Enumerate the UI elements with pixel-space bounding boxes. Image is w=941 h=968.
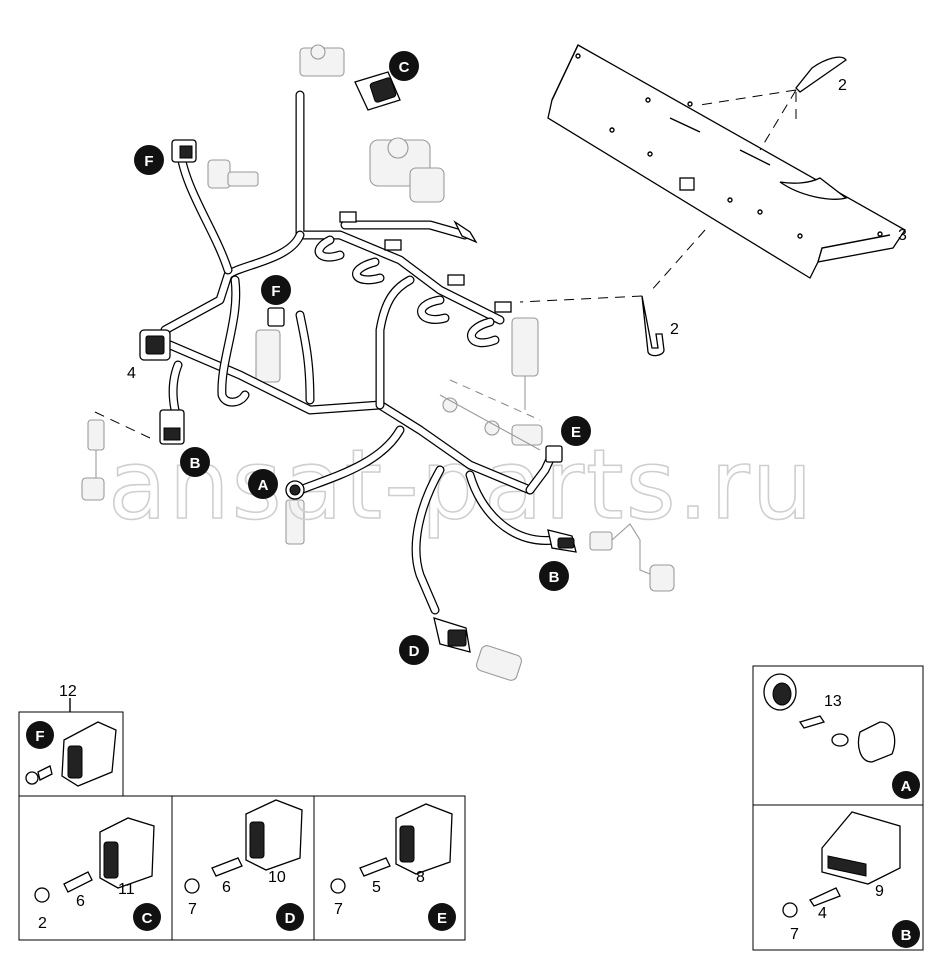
detail-box-f: 12 F bbox=[18, 683, 124, 797]
harness-connectors bbox=[139, 71, 577, 653]
badge-c-top: C bbox=[389, 51, 419, 81]
callout-9: 9 bbox=[875, 883, 884, 900]
detail-box-e: 7 5 8 E bbox=[313, 795, 466, 941]
callout-12: 12 bbox=[59, 683, 77, 700]
callout-7-b: 7 bbox=[790, 926, 799, 943]
callout-7-e: 7 bbox=[334, 901, 343, 918]
callout-8: 8 bbox=[416, 869, 425, 886]
svg-text:C: C bbox=[142, 910, 153, 927]
detail-box-d: 7 6 10 D bbox=[171, 795, 315, 941]
callout-2-top: 2 bbox=[838, 77, 847, 94]
svg-text:E: E bbox=[571, 424, 581, 441]
mounting-bracket bbox=[547, 44, 906, 279]
svg-text:B: B bbox=[901, 927, 912, 944]
badge-d-low: D bbox=[399, 635, 429, 665]
callout-13: 13 bbox=[824, 693, 842, 710]
svg-text:B: B bbox=[549, 569, 560, 586]
badge-f-mid: F bbox=[261, 275, 291, 305]
badge-e-right: E bbox=[561, 416, 591, 446]
detail-box-c: 2 6 11 C bbox=[18, 795, 173, 941]
badge-a-mid: A bbox=[248, 469, 278, 499]
svg-text:F: F bbox=[271, 283, 280, 300]
svg-text:D: D bbox=[285, 910, 296, 927]
callout-6-c: 6 bbox=[76, 893, 85, 910]
callout-10: 10 bbox=[268, 869, 286, 886]
svg-text:C: C bbox=[399, 59, 410, 76]
watermark-text: ansat-parts.ru bbox=[108, 429, 815, 541]
callout-7-d: 7 bbox=[188, 901, 197, 918]
svg-text:F: F bbox=[35, 728, 44, 745]
detail-box-a: 13 A bbox=[752, 665, 924, 806]
callout-3: 3 bbox=[898, 227, 907, 244]
callout-5: 5 bbox=[372, 879, 381, 896]
svg-text:E: E bbox=[437, 910, 447, 927]
callout-4: 4 bbox=[127, 365, 136, 382]
detail-box-b: 7 4 9 B bbox=[752, 804, 924, 951]
callout-2-c: 2 bbox=[38, 915, 47, 932]
callout-6-d: 6 bbox=[222, 879, 231, 896]
svg-text:A: A bbox=[258, 477, 269, 494]
ghost-components bbox=[81, 44, 675, 681]
svg-text:A: A bbox=[901, 778, 912, 795]
callout-11: 11 bbox=[118, 881, 135, 898]
callout-4-b: 4 bbox=[818, 905, 827, 922]
callout-2-mid: 2 bbox=[670, 321, 679, 338]
cable-clips bbox=[519, 56, 847, 357]
badge-b-right: B bbox=[539, 561, 569, 591]
badge-f-left: F bbox=[134, 145, 164, 175]
svg-text:F: F bbox=[144, 153, 153, 170]
svg-text:B: B bbox=[190, 455, 201, 472]
svg-text:D: D bbox=[409, 643, 420, 660]
engine-wiring-harness bbox=[160, 90, 560, 615]
badge-b-left: B bbox=[180, 447, 210, 477]
